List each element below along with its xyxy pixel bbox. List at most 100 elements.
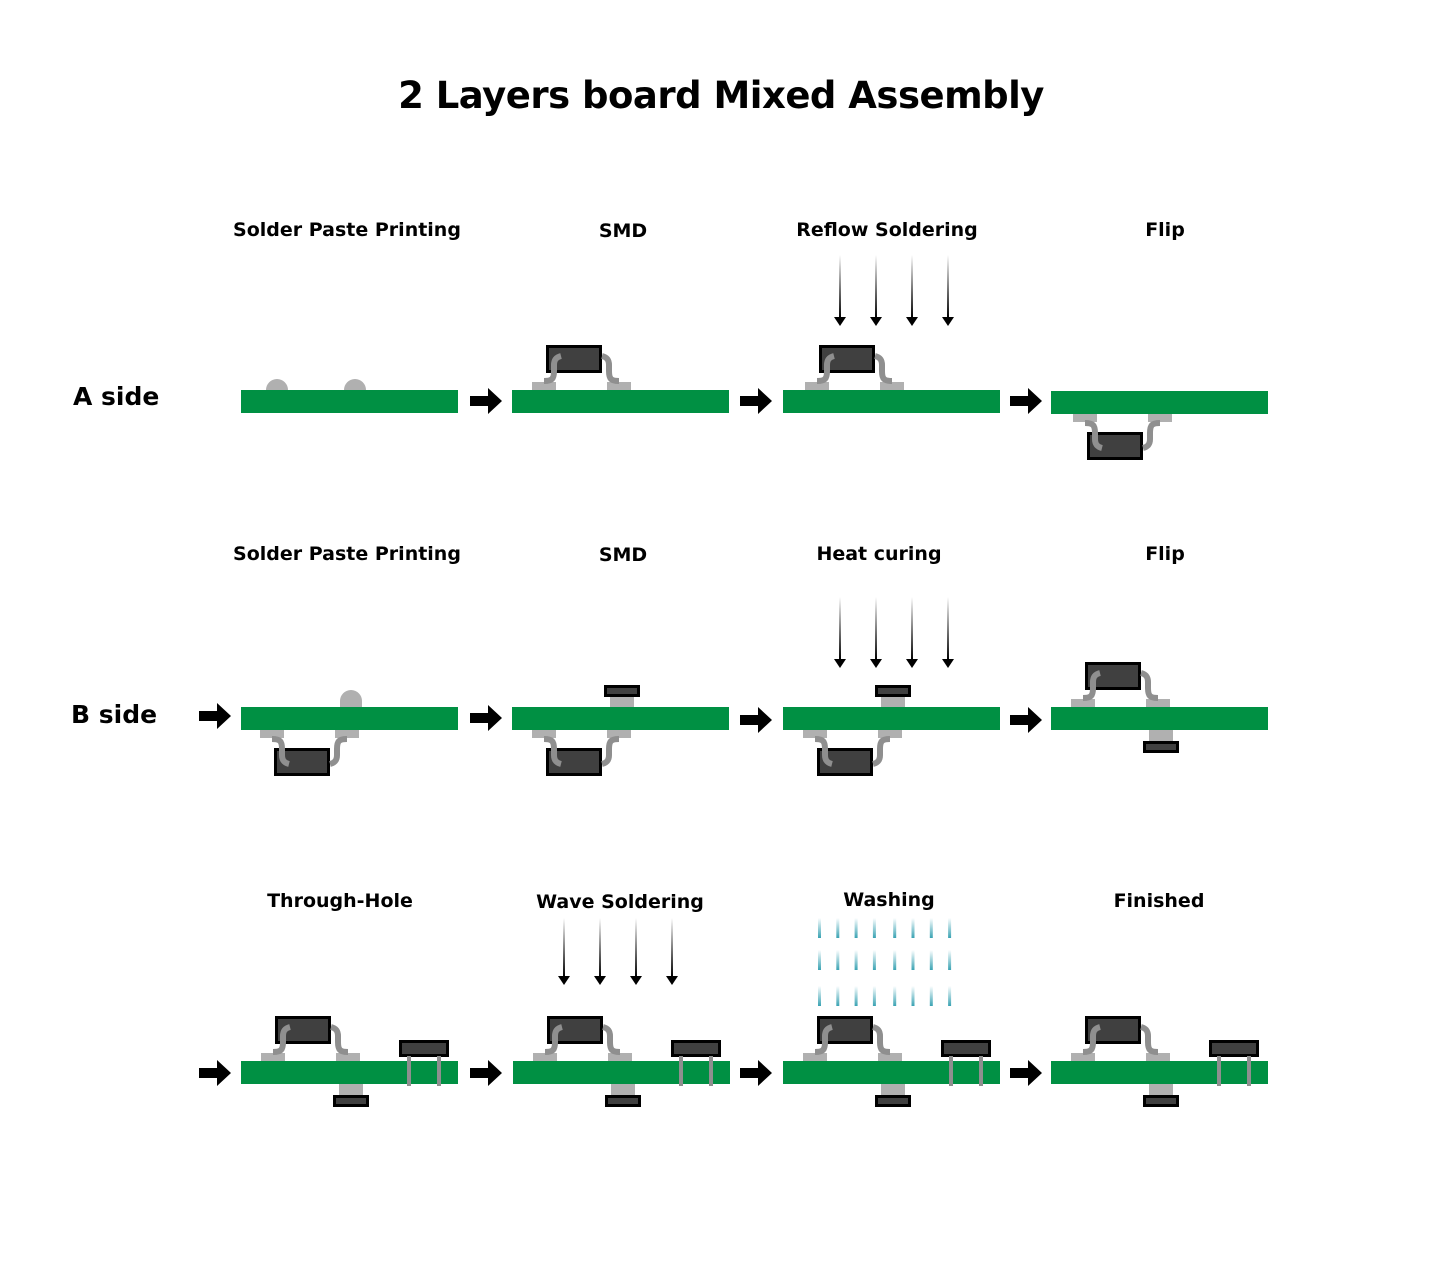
solder-pad xyxy=(880,382,904,390)
component-lead xyxy=(329,736,348,767)
component-lead xyxy=(874,353,893,384)
heat-arrow-shaft xyxy=(875,597,877,660)
tht-pin xyxy=(979,1056,983,1086)
water-spray-icon xyxy=(854,918,858,938)
heat-arrow-shaft xyxy=(875,255,877,318)
tht-pin xyxy=(407,1056,411,1086)
flow-arrow-icon xyxy=(199,1060,231,1086)
component-lead xyxy=(1084,420,1103,451)
component-lead xyxy=(271,736,290,767)
solder-pad xyxy=(805,382,829,390)
heat-arrow-icon xyxy=(834,659,846,668)
component-lead xyxy=(543,736,562,767)
solder-pad xyxy=(1148,414,1172,422)
solder-pad xyxy=(1149,730,1173,742)
tht-pin xyxy=(1217,1056,1221,1086)
component-lead xyxy=(1140,670,1159,701)
water-spray-icon xyxy=(836,986,840,1006)
solder-pad xyxy=(261,1053,285,1061)
flow-arrow-icon xyxy=(740,707,772,733)
solder-pad xyxy=(1073,414,1097,422)
smd-component xyxy=(399,1040,449,1057)
component-lead xyxy=(1142,420,1161,451)
water-spray-icon xyxy=(911,950,915,970)
water-spray-icon xyxy=(836,950,840,970)
solder-paste-dot xyxy=(340,690,362,707)
solder-pad xyxy=(607,382,631,390)
heat-arrow-icon xyxy=(906,317,918,326)
component-lead xyxy=(872,1024,891,1055)
pcb-board xyxy=(1051,1061,1268,1084)
component-lead xyxy=(814,1024,833,1055)
component-lead xyxy=(543,353,562,384)
flow-arrow-icon xyxy=(199,703,231,729)
solder-pad xyxy=(339,1084,363,1096)
solder-pad xyxy=(1071,1053,1095,1061)
solder-pad xyxy=(803,730,827,738)
diagram-title: 2 Layers board Mixed Assembly xyxy=(398,74,1044,117)
smd-component xyxy=(1143,1095,1179,1107)
pcb-board xyxy=(783,1061,1000,1084)
pcb-board xyxy=(241,390,458,413)
pcb-board xyxy=(241,1061,458,1084)
flow-arrow-icon xyxy=(1010,1060,1042,1086)
heat-arrow-shaft xyxy=(671,918,673,977)
solder-pad xyxy=(607,730,631,738)
heat-arrow-shaft xyxy=(911,255,913,318)
solder-pad xyxy=(881,696,905,707)
water-spray-icon xyxy=(872,986,876,1006)
pcb-board xyxy=(783,390,1000,413)
water-spray-icon xyxy=(893,918,897,938)
pcb-board xyxy=(512,390,729,413)
heat-arrow-icon xyxy=(906,659,918,668)
solder-paste-dot xyxy=(266,379,288,390)
component-lead xyxy=(602,1024,621,1055)
component-lead xyxy=(544,1024,563,1055)
step-label-c-3: Washing xyxy=(843,889,935,911)
step-label-b-2: SMD xyxy=(598,544,648,566)
water-spray-icon xyxy=(911,918,915,938)
component-lead xyxy=(814,736,833,767)
solder-pad xyxy=(533,1053,557,1061)
step-label-b-1: Solder Paste Printing xyxy=(233,543,461,565)
water-spray-icon xyxy=(818,918,821,938)
component-lead xyxy=(872,736,891,767)
heat-arrow-icon xyxy=(870,317,882,326)
tht-pin xyxy=(949,1056,953,1086)
side-label-b: B side xyxy=(71,700,158,729)
heat-arrow-icon xyxy=(942,659,954,668)
heat-arrow-shaft xyxy=(839,597,841,660)
heat-arrow-icon xyxy=(942,317,954,326)
flow-arrow-icon xyxy=(470,1060,502,1086)
water-spray-icon xyxy=(872,918,876,938)
step-label-c-4: Finished xyxy=(1113,890,1205,912)
component-lead xyxy=(1082,1024,1101,1055)
solder-pad xyxy=(610,696,634,707)
flow-arrow-icon xyxy=(740,1060,772,1086)
smd-component xyxy=(605,1095,641,1107)
tht-pin xyxy=(709,1056,713,1086)
step-label-c-2: Wave Soldering xyxy=(536,891,704,913)
water-spray-icon xyxy=(872,950,876,970)
solder-pad xyxy=(878,1053,902,1061)
heat-arrow-icon xyxy=(834,317,846,326)
step-label-a-4: Flip xyxy=(1145,219,1185,241)
solder-pad xyxy=(532,382,556,390)
heat-arrow-shaft xyxy=(947,597,949,660)
water-spray-icon xyxy=(854,950,858,970)
step-label-b-4: Flip xyxy=(1145,543,1185,565)
pcb-board xyxy=(241,707,458,730)
water-spray-icon xyxy=(948,918,952,938)
heat-arrow-icon xyxy=(666,976,678,985)
pcb-board xyxy=(512,707,729,730)
heat-arrow-icon xyxy=(558,976,570,985)
tht-pin xyxy=(1247,1056,1251,1086)
flow-arrow-icon xyxy=(1010,388,1042,414)
step-label-b-3: Heat curing xyxy=(816,543,942,565)
solder-pad xyxy=(336,1053,360,1061)
water-spray-icon xyxy=(818,950,821,970)
heat-arrow-shaft xyxy=(635,918,637,977)
component-lead xyxy=(816,353,835,384)
solder-pad xyxy=(803,1053,827,1061)
flow-arrow-icon xyxy=(740,388,772,414)
